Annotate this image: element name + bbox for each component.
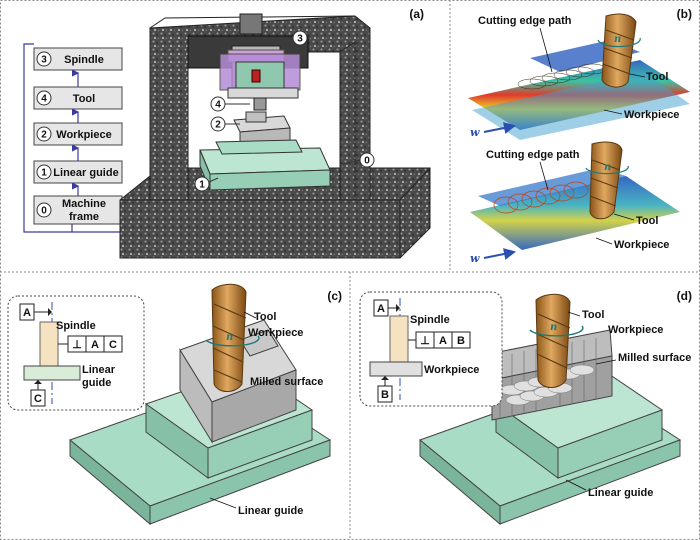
svg-text:3: 3	[41, 55, 47, 66]
linear-guide-d	[419, 367, 682, 526]
svg-text:Spindle: Spindle	[64, 54, 104, 66]
svg-text:Linear guide: Linear guide	[53, 167, 118, 179]
label-guide-d: Linear guide	[588, 487, 653, 499]
svg-text:4: 4	[215, 100, 221, 111]
chain-box-workpiece: 2 Workpiece	[33, 122, 123, 146]
panel-c: (c) n Tool Workpiece Milled surface L	[7, 283, 342, 526]
linear-guide-a	[199, 139, 331, 191]
callout-3: 3	[288, 30, 308, 46]
chain-box-tool: 4 Tool	[33, 86, 123, 110]
callout-1: 1	[194, 176, 219, 192]
label-cutting-path-bottom: Cutting edge path	[486, 149, 580, 161]
svg-text:A: A	[377, 303, 385, 315]
tool-d: n	[529, 293, 584, 388]
svg-text:Tool: Tool	[73, 93, 95, 105]
heatmap-bottom: n Cutting edge path Tool Workpiece w	[470, 141, 680, 265]
cutting-path-bottom	[493, 181, 589, 214]
cutting-path-top	[517, 63, 607, 90]
svg-text:B: B	[457, 335, 465, 347]
svg-text:C: C	[109, 339, 117, 351]
chain-box-machine-frame: 0 Machine frame	[33, 195, 123, 225]
svg-text:A: A	[91, 339, 99, 351]
label-guide-c: Linear guide	[238, 505, 303, 517]
gdt-inset-d: A Spindle ⊥ A B Workpiece B	[359, 291, 503, 407]
svg-text:B: B	[381, 389, 389, 401]
callout-0: 0	[341, 152, 375, 168]
panel-d: (d)	[359, 289, 692, 526]
gdt-inset-c: A Spindle ⊥ A C Linear guide C	[7, 295, 145, 411]
svg-text:Workpiece: Workpiece	[424, 364, 479, 376]
label-workpiece-top: Workpiece	[624, 109, 679, 121]
label-spindle-d: Spindle	[410, 314, 450, 326]
heatmap-top: n Cutting edge path Tool Workpiece w	[468, 13, 690, 140]
label-cutting-path-top: Cutting edge path	[478, 15, 572, 27]
svg-text:4: 4	[41, 94, 47, 105]
svg-text:w: w	[470, 252, 480, 265]
label-tool-bottom: Tool	[636, 215, 658, 227]
svg-text:w: w	[470, 126, 480, 139]
label-tool-top: Tool	[646, 71, 668, 83]
svg-text:n: n	[614, 34, 621, 45]
svg-text:Linear: Linear	[82, 364, 116, 376]
panel-b: (b) n Cutting edge path Tool Workpiece w	[468, 7, 692, 265]
tool-and-workpiece	[233, 97, 291, 147]
svg-text:Workpiece: Workpiece	[56, 129, 111, 141]
label-milled-d: Milled surface	[618, 352, 691, 364]
label-spindle-c: Spindle	[56, 320, 96, 332]
svg-text:2: 2	[41, 130, 47, 141]
svg-text:n: n	[226, 332, 233, 343]
tool-icon-top	[601, 13, 637, 88]
spindle-head	[187, 13, 309, 99]
tool-c: n	[205, 283, 260, 392]
svg-text:Machine: Machine	[62, 198, 106, 210]
label-workpiece-d: Workpiece	[608, 324, 663, 336]
svg-text:0: 0	[364, 156, 370, 167]
panel-label-c: (c)	[327, 289, 342, 303]
label-tool-d: Tool	[582, 309, 604, 321]
svg-text:n: n	[550, 322, 557, 333]
label-milled-c: Milled surface	[250, 376, 323, 388]
svg-text:C: C	[34, 393, 42, 405]
svg-text:frame: frame	[69, 211, 99, 223]
svg-text:3: 3	[297, 34, 303, 45]
panel-label-a: (a)	[409, 7, 424, 21]
panel-a: 3 Spindle 4 Tool 2 Workpiece 1 Linear gu…	[23, 7, 431, 259]
label-workpiece-c: Workpiece	[248, 327, 303, 339]
svg-text:guide: guide	[82, 377, 111, 389]
callout-2: 2	[210, 116, 240, 132]
svg-text:2: 2	[215, 120, 221, 131]
svg-text:⊥: ⊥	[72, 339, 82, 351]
svg-text:n: n	[604, 162, 611, 173]
svg-text:A: A	[23, 307, 31, 319]
svg-text:1: 1	[41, 168, 47, 179]
panel-label-d: (d)	[677, 289, 692, 303]
svg-text:1: 1	[199, 180, 205, 191]
callout-4: 4	[210, 96, 250, 112]
label-tool-c: Tool	[254, 311, 276, 323]
chain-box-spindle: 3 Spindle	[33, 47, 123, 71]
panel-label-b: (b)	[677, 7, 692, 21]
granite-machine-frame	[119, 15, 431, 259]
label-workpiece-bottom: Workpiece	[614, 239, 669, 251]
chain-box-linear-guide: 1 Linear guide	[33, 160, 123, 184]
svg-text:A: A	[439, 335, 447, 347]
svg-text:⊥: ⊥	[420, 335, 430, 347]
svg-text:0: 0	[41, 206, 47, 217]
